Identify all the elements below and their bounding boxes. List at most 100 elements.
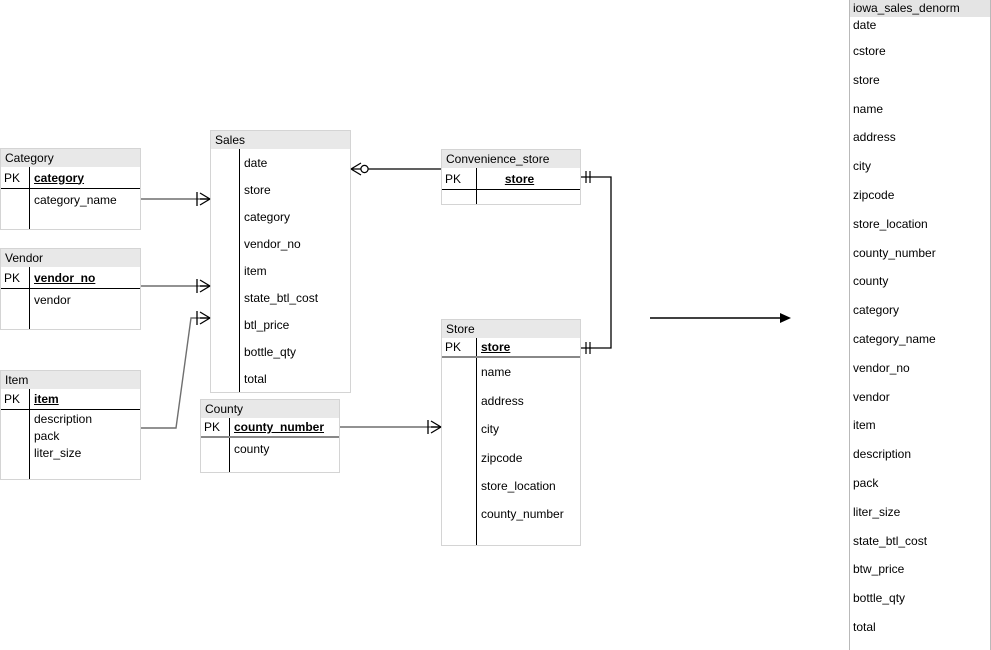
field-row[interactable]: liter_size — [1, 444, 140, 461]
field-name: county — [234, 441, 270, 456]
field-row[interactable]: description — [1, 410, 140, 427]
entity-body-item: PK item description pack liter_size — [1, 389, 140, 479]
entity-body-store: PK store name address city zipcode store_locat… — [442, 338, 580, 545]
pk-marker: PK — [4, 392, 21, 406]
field-row[interactable] — [1, 211, 140, 229]
denorm-column-item[interactable]: item — [853, 418, 876, 433]
field-name: item — [244, 263, 267, 278]
field-name: store — [481, 340, 511, 354]
pk-marker: PK — [4, 170, 21, 185]
denorm-column-item[interactable]: liter_size — [853, 504, 901, 519]
field-name: liter_size — [34, 445, 82, 460]
field-row[interactable]: city — [442, 415, 580, 443]
denorm-column-item[interactable]: date — [853, 18, 877, 32]
denorm-column-item[interactable]: pack — [853, 475, 879, 490]
denorm-column-item[interactable]: store_location — [853, 216, 928, 231]
field-row[interactable] — [1, 311, 140, 329]
relationship-vendor-sales — [141, 279, 211, 293]
field-row[interactable]: vendor_no — [211, 230, 350, 257]
denorm-column-item[interactable]: cstore — [853, 44, 886, 58]
denorm-column-item[interactable]: bottle_qty — [853, 591, 906, 606]
pk-field-row[interactable]: PK store — [442, 338, 580, 358]
field-row[interactable] — [201, 459, 339, 472]
field-row[interactable]: date — [211, 149, 350, 176]
field-row[interactable]: address — [442, 386, 580, 415]
field-row[interactable]: pack — [1, 427, 140, 444]
field-row[interactable]: county_number — [442, 500, 580, 528]
denorm-column-item[interactable]: county_number — [853, 245, 936, 260]
denorm-column-list: date cstore store name address city zipcode sto… — [850, 17, 990, 648]
pk-marker: PK — [445, 171, 462, 186]
field-name: total — [244, 371, 267, 386]
denorm-table-title: iowa_sales_denorm — [850, 0, 990, 17]
field-row[interactable]: category_name — [1, 189, 140, 211]
denorm-column-item[interactable]: zipcode — [853, 187, 895, 202]
pk-marker: PK — [445, 340, 462, 354]
denorm-column-item[interactable]: btw_price — [853, 562, 905, 577]
entity-title-category: Category — [1, 149, 140, 167]
field-name: store — [244, 182, 271, 197]
field-name: state_btl_cost — [244, 290, 319, 305]
field-name: county_number — [481, 507, 564, 521]
field-row[interactable]: store_location — [442, 472, 580, 500]
field-name: category — [244, 209, 291, 224]
denorm-column-item[interactable]: store — [853, 72, 880, 87]
field-name: description — [34, 411, 93, 426]
denorm-column-item[interactable]: vendor_no — [853, 360, 910, 375]
field-name: pack — [34, 428, 60, 443]
relationship-conveniencestore-store — [581, 171, 612, 354]
field-row[interactable]: total — [211, 365, 350, 392]
denorm-column-item[interactable]: name — [853, 101, 884, 116]
field-row[interactable]: state_btl_cost — [211, 284, 350, 311]
denorm-column-item[interactable]: address — [853, 130, 896, 145]
denorm-column-item[interactable]: state_btl_cost — [853, 533, 928, 548]
entity-body-convenience_store: PK store — [442, 168, 580, 204]
denorm-column-item[interactable]: category_name — [853, 331, 936, 346]
field-name: vendor_no — [244, 236, 301, 251]
field-row[interactable] — [442, 190, 580, 204]
field-row[interactable]: name — [442, 358, 580, 386]
field-name: store — [504, 171, 535, 186]
field-row[interactable]: store — [211, 176, 350, 203]
field-name: item — [34, 392, 59, 406]
field-name: address — [481, 393, 524, 408]
field-name: name — [481, 365, 512, 379]
denorm-column-item[interactable]: total — [853, 619, 876, 634]
field-row[interactable]: btl_price — [211, 311, 350, 338]
field-row[interactable]: vendor — [1, 289, 140, 311]
field-row[interactable]: county — [201, 438, 339, 459]
pk-field-row[interactable]: PK store — [442, 168, 580, 190]
field-name: county_number — [234, 420, 325, 434]
field-row[interactable] — [1, 461, 140, 479]
field-row[interactable]: category — [211, 203, 350, 230]
field-row[interactable]: bottle_qty — [211, 338, 350, 365]
denormalized-table-panel: iowa_sales_denorm date cstore store name add… — [849, 0, 991, 650]
denorm-column-item[interactable]: category — [853, 303, 900, 318]
denorm-column-item[interactable]: description — [853, 447, 912, 462]
denorm-column-item[interactable]: city — [853, 159, 871, 174]
field-row[interactable] — [442, 528, 580, 545]
pk-field-row[interactable]: PK item — [1, 389, 140, 410]
relationship-category-sales — [141, 192, 211, 206]
transform-arrow — [650, 313, 791, 323]
field-row[interactable]: zipcode — [442, 443, 580, 472]
relationship-sales-conveniencestore — [350, 162, 441, 176]
denorm-column-item[interactable]: county — [853, 274, 889, 289]
field-name: category_name — [34, 193, 117, 207]
field-name: zipcode — [481, 450, 523, 465]
field-row[interactable]: item — [211, 257, 350, 284]
denorm-column-item[interactable]: vendor — [853, 389, 890, 404]
entity-title-vendor: Vendor — [1, 249, 140, 267]
